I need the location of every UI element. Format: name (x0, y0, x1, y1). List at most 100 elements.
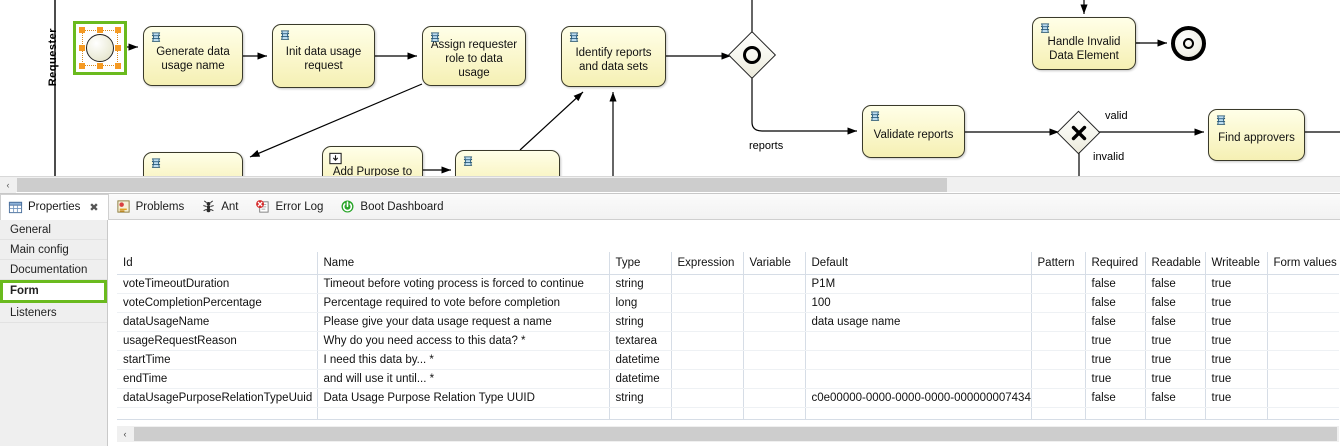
cell-type[interactable]: long (609, 293, 672, 313)
cell-required[interactable]: true (1085, 369, 1146, 389)
end-event[interactable] (1171, 26, 1206, 61)
cell-variable[interactable] (743, 369, 806, 389)
cell-pattern[interactable] (1031, 293, 1086, 313)
cell-type[interactable]: datetime (609, 350, 672, 370)
cell-readable[interactable]: false (1145, 274, 1206, 294)
selection-handle-sw[interactable] (79, 63, 85, 69)
cell-pattern[interactable] (1031, 274, 1086, 294)
cell-empty[interactable] (1031, 407, 1086, 420)
tab-ant[interactable]: Ant (194, 194, 248, 219)
cell-writeable[interactable]: true (1205, 293, 1268, 313)
column-header-default[interactable]: Default (805, 252, 1032, 275)
sidebar-item-general[interactable]: General (0, 220, 107, 240)
cell-empty[interactable] (743, 407, 806, 420)
cell-readable[interactable]: true (1145, 350, 1206, 370)
selection-handle-e[interactable] (115, 45, 121, 51)
cell-variable[interactable] (743, 293, 806, 313)
sidebar-item-listeners[interactable]: Listeners (0, 303, 107, 323)
cell-pattern[interactable] (1031, 350, 1086, 370)
cell-name[interactable]: Data Usage Purpose Relation Type UUID (317, 388, 610, 408)
cell-form-values[interactable] (1267, 331, 1339, 351)
selection-handle-ne[interactable] (115, 27, 121, 33)
task-find-approvers[interactable]: Find approvers (1208, 109, 1305, 161)
cell-readable[interactable]: false (1145, 312, 1206, 332)
cell-id[interactable]: startTime (117, 350, 318, 370)
cell-name[interactable]: Percentage required to vote before compl… (317, 293, 610, 313)
tab-boot-dashboard[interactable]: Boot Dashboard (333, 194, 453, 219)
task-handle-invalid-data-element[interactable]: Handle Invalid Data Element (1032, 17, 1136, 70)
cell-empty[interactable] (805, 407, 1032, 420)
table-empty-row[interactable] (117, 407, 1339, 420)
cell-default[interactable]: data usage name (805, 312, 1032, 332)
column-header-readable[interactable]: Readable (1145, 252, 1206, 275)
cell-required[interactable]: false (1085, 293, 1146, 313)
cell-type[interactable]: string (609, 312, 672, 332)
cell-empty[interactable] (1085, 407, 1146, 420)
cell-writeable[interactable]: true (1205, 331, 1268, 351)
cell-readable[interactable]: true (1145, 331, 1206, 351)
column-header-required[interactable]: Required (1085, 252, 1146, 275)
cell-expression[interactable] (671, 350, 744, 370)
cell-id[interactable]: voteTimeoutDuration (117, 274, 318, 294)
cell-variable[interactable] (743, 388, 806, 408)
cell-type[interactable]: datetime (609, 369, 672, 389)
column-header-type[interactable]: Type (609, 252, 672, 275)
table-horizontal-scrollbar[interactable]: ‹ (117, 426, 1339, 442)
task-identify-reports-and-data-sets[interactable]: Identify reports and data sets (561, 26, 666, 87)
task-init-data-usage-request[interactable]: Init data usage request (272, 24, 375, 88)
cell-empty[interactable] (1267, 407, 1339, 420)
cell-form-values[interactable] (1267, 388, 1339, 408)
task-generate-data-usage-name[interactable]: Generate data usage name (143, 26, 243, 86)
sidebar-item-documentation[interactable]: Documentation (0, 260, 107, 280)
cell-name[interactable]: Timeout before voting process is forced … (317, 274, 610, 294)
cell-form-values[interactable] (1267, 293, 1339, 313)
cell-required[interactable]: false (1085, 274, 1146, 294)
column-header-writeable[interactable]: Writeable (1205, 252, 1268, 275)
cell-expression[interactable] (671, 274, 744, 294)
cell-variable[interactable] (743, 350, 806, 370)
tab-error-log[interactable]: Error Log (248, 194, 333, 219)
scroll-left-arrow-icon[interactable]: ‹ (0, 176, 16, 193)
cell-empty[interactable] (1145, 407, 1206, 420)
cell-default[interactable]: c0e00000-0000-0000-0000-000000007434 (805, 388, 1032, 408)
selection-handle-n[interactable] (97, 27, 103, 33)
cell-pattern[interactable] (1031, 369, 1086, 389)
cell-readable[interactable]: false (1145, 293, 1206, 313)
cell-pattern[interactable] (1031, 388, 1086, 408)
diagram-horizontal-scrollbar[interactable]: ‹ (0, 176, 1340, 193)
cell-form-values[interactable] (1267, 274, 1339, 294)
column-header-variable[interactable]: Variable (743, 252, 806, 275)
cell-required[interactable]: true (1085, 331, 1146, 351)
cell-form-values[interactable] (1267, 369, 1339, 389)
cell-readable[interactable]: true (1145, 369, 1206, 389)
cell-name[interactable]: I need this data by... * (317, 350, 610, 370)
task-assign-requester-role[interactable]: Assign requester role to data usage (422, 26, 526, 86)
cell-id[interactable]: endTime (117, 369, 318, 389)
cell-expression[interactable] (671, 369, 744, 389)
column-header-pattern[interactable]: Pattern (1031, 252, 1086, 275)
cell-writeable[interactable]: true (1205, 369, 1268, 389)
column-header-name[interactable]: Name (317, 252, 610, 275)
sidebar-item-main-config[interactable]: Main config (0, 240, 107, 260)
cell-expression[interactable] (671, 293, 744, 313)
bpmn-diagram-canvas[interactable]: Requester Generate data usage name Init … (0, 0, 1340, 176)
cell-form-values[interactable] (1267, 350, 1339, 370)
cell-empty[interactable] (609, 407, 672, 420)
cell-required[interactable]: false (1085, 312, 1146, 332)
gateway-valid-invalid[interactable] (1056, 110, 1101, 155)
cell-pattern[interactable] (1031, 331, 1086, 351)
cell-writeable[interactable]: true (1205, 312, 1268, 332)
diagram-scrollbar-thumb[interactable] (17, 177, 947, 192)
cell-id[interactable]: dataUsagePurposeRelationTypeUuid (117, 388, 318, 408)
tab-properties[interactable]: Properties ✖ (0, 194, 109, 220)
cell-default[interactable]: P1M (805, 274, 1032, 294)
cell-empty[interactable] (317, 407, 610, 420)
cell-required[interactable]: true (1085, 350, 1146, 370)
